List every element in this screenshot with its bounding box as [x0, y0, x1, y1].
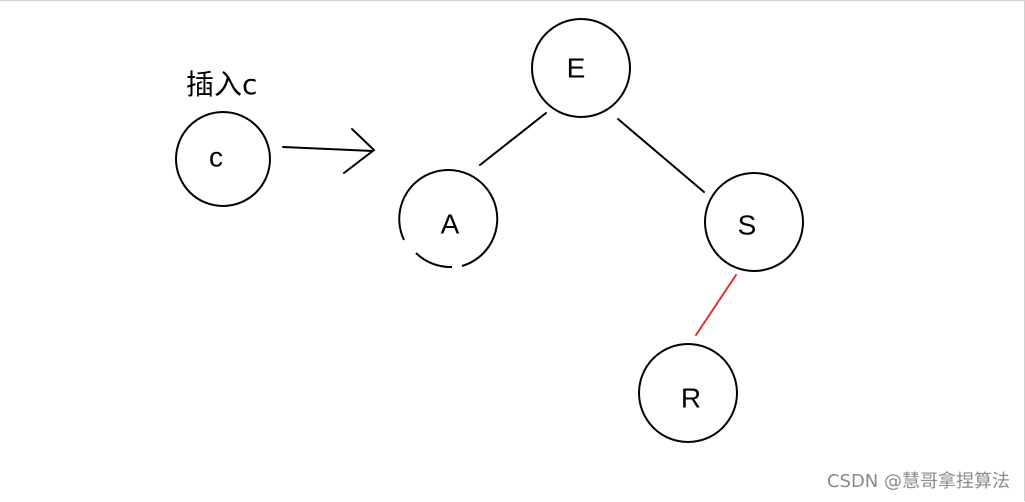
edge-e-a	[479, 112, 547, 166]
tree-node-e: E	[531, 18, 631, 118]
tree-node-a-arc-lower	[415, 252, 453, 269]
tree-node-s-circle	[704, 172, 804, 272]
tree-node-e-label: E	[567, 52, 586, 83]
tree-node-a-arc-main	[398, 168, 499, 267]
edge-s-r	[695, 274, 737, 336]
arrow-head	[343, 128, 376, 174]
tree-node-s-label: S	[738, 209, 757, 240]
tree-node-a-label: A	[441, 208, 460, 239]
edge-e-s	[617, 118, 705, 193]
arrow-shaft	[282, 146, 374, 152]
tree-node-r-circle	[638, 343, 738, 443]
tree-node-a: A	[398, 168, 499, 269]
insert-node-circle	[175, 111, 271, 207]
tree-node-r: R	[638, 343, 738, 443]
tree-node-r-label: R	[681, 382, 701, 413]
insert-node-label: c	[209, 141, 223, 172]
arrow-icon	[282, 128, 376, 174]
tree-node-s: S	[704, 172, 804, 272]
insert-node: c	[175, 111, 271, 207]
watermark: CSDN @慧哥拿捏算法	[826, 471, 1010, 492]
insert-title: 插入c	[186, 68, 257, 101]
tree-node-e-circle	[531, 18, 631, 118]
